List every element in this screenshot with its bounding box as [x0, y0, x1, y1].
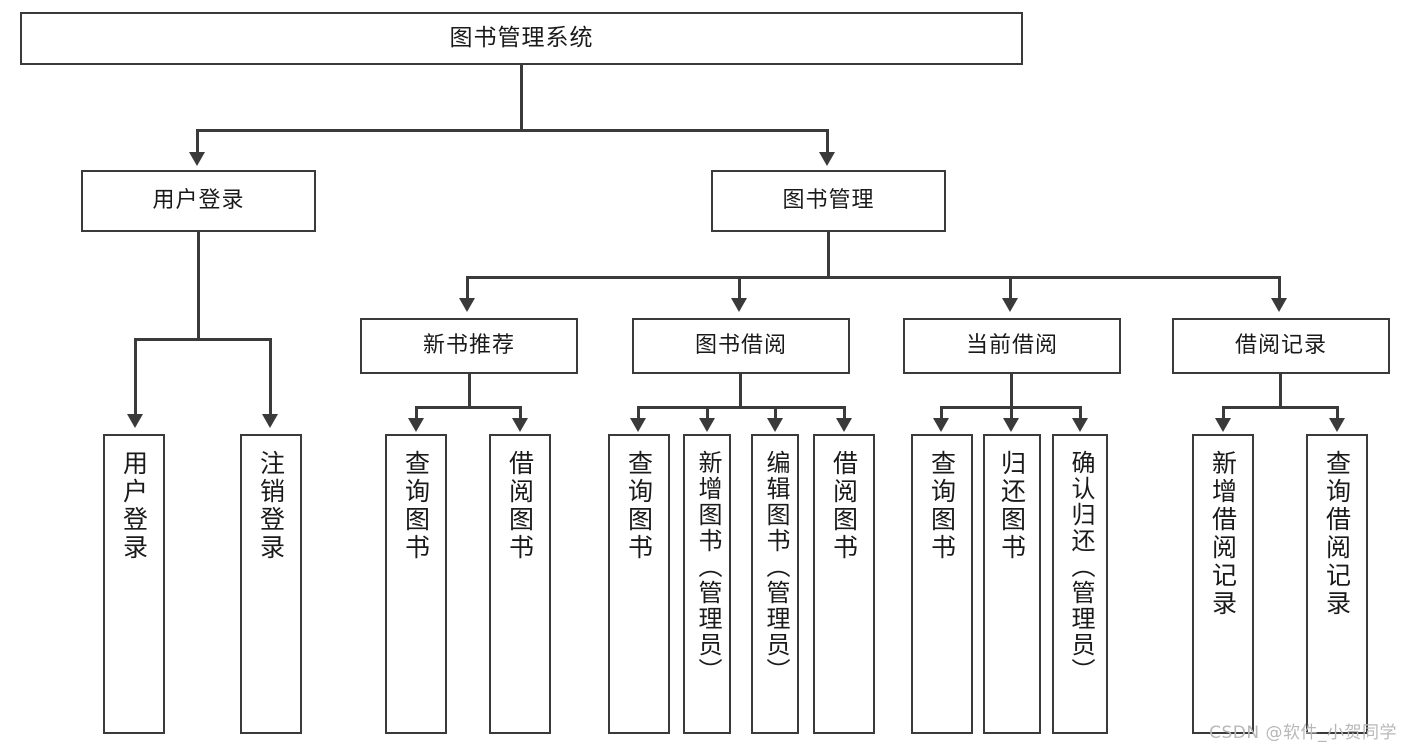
connector-drop-borrow-records: [1278, 276, 1281, 300]
node-label: 新书推荐: [422, 333, 515, 358]
connector-drop-leaf-user-login: [134, 338, 137, 416]
node-label: 图书管理系统: [449, 25, 594, 51]
node-label: 借阅图书: [505, 450, 535, 562]
node-label: 查询借阅记录: [1322, 450, 1352, 618]
connector-drop-nb-borrow: [519, 406, 522, 420]
arrowhead-leaf-logout: [262, 414, 278, 428]
arrowhead-bb-query: [630, 418, 646, 432]
node-root-system[interactable]: 图书管理系统: [20, 12, 1023, 65]
node-current-borrow[interactable]: 当前借阅: [903, 318, 1121, 374]
leaf-query-borrow-record[interactable]: 查询借阅记录: [1306, 434, 1368, 734]
connector-drop-br-query: [1336, 406, 1339, 420]
connector-drop-br-add: [1222, 406, 1225, 420]
connector-drop-current-borrow: [1009, 276, 1012, 300]
node-label: 借阅记录: [1234, 333, 1327, 358]
connector-drop-user-login: [196, 129, 199, 155]
arrowhead-bb-edit: [767, 418, 783, 432]
leaf-query-book-new[interactable]: 查询图书: [385, 434, 447, 734]
node-label: 查询图书: [624, 450, 654, 562]
leaf-query-book-current[interactable]: 查询图书: [911, 434, 973, 734]
arrowhead-bb-add: [699, 418, 715, 432]
node-label: 用户登录: [152, 188, 245, 213]
connector-drop-bb-add: [706, 406, 709, 420]
leaf-logout[interactable]: 注销登录: [240, 434, 302, 734]
arrowhead-new-book: [459, 298, 475, 312]
leaf-return-book[interactable]: 归还图书: [983, 434, 1041, 734]
arrowhead-cb-return: [1003, 418, 1019, 432]
arrowhead-cb-confirm: [1072, 418, 1088, 432]
node-borrow-records[interactable]: 借阅记录: [1172, 318, 1390, 374]
arrowhead-leaf-user-login: [127, 414, 143, 428]
connector-user-login-bus: [134, 338, 272, 341]
node-book-borrow[interactable]: 图书借阅: [632, 318, 850, 374]
connector-root-bus: [196, 129, 829, 132]
arrowhead-br-add: [1215, 418, 1231, 432]
arrowhead-bb-borrow: [836, 418, 852, 432]
connector-book-borrow-stem: [739, 374, 742, 408]
connector-borrow-records-bus: [1222, 406, 1339, 409]
arrowhead-br-query: [1329, 418, 1345, 432]
leaf-borrow-book[interactable]: 借阅图书: [813, 434, 875, 734]
connector-user-login-stem: [197, 232, 200, 340]
node-label: 归还图书: [997, 450, 1027, 562]
node-label: 确认归还（管理员）: [1066, 450, 1095, 684]
connector-book-borrow-bus: [637, 406, 846, 409]
node-label: 图书管理: [782, 188, 875, 213]
connector-drop-leaf-logout: [269, 338, 272, 416]
node-new-book-recommend[interactable]: 新书推荐: [360, 318, 578, 374]
connector-drop-bb-borrow: [843, 406, 846, 420]
arrowhead-cb-query: [933, 418, 949, 432]
node-label: 查询图书: [927, 450, 957, 562]
node-label: 编辑图书（管理员）: [761, 450, 790, 684]
connector-borrow-records-stem: [1279, 374, 1282, 408]
arrowhead-nb-borrow: [512, 418, 528, 432]
node-label: 图书借阅: [694, 333, 787, 358]
connector-current-borrow-stem: [1010, 374, 1013, 408]
connector-book-manage-stem: [827, 232, 830, 278]
leaf-edit-book-admin[interactable]: 编辑图书（管理员）: [751, 434, 799, 734]
arrowhead-current-borrow: [1002, 298, 1018, 312]
node-label: 新增图书（管理员）: [693, 450, 722, 684]
leaf-user-login[interactable]: 用户登录: [103, 434, 165, 734]
connector-drop-book-manage: [826, 129, 829, 155]
connector-drop-cb-confirm: [1079, 406, 1082, 420]
arrowhead-borrow-records: [1271, 298, 1287, 312]
connector-drop-bb-query: [637, 406, 640, 420]
connector-root-stem: [520, 65, 523, 131]
node-label: 借阅图书: [829, 450, 859, 562]
connector-new-book-bus: [415, 406, 522, 409]
arrowhead-user-login: [189, 152, 205, 166]
leaf-confirm-return-admin[interactable]: 确认归还（管理员）: [1052, 434, 1108, 734]
arrowhead-nb-query: [408, 418, 424, 432]
arrowhead-book-manage: [819, 152, 835, 166]
connector-book-manage-bus: [466, 276, 1278, 279]
connector-drop-cb-query: [940, 406, 943, 420]
arrowhead-book-borrow: [731, 298, 747, 312]
connector-drop-bb-edit: [774, 406, 777, 420]
connector-drop-new-book: [466, 276, 469, 300]
node-label: 注销登录: [256, 450, 286, 562]
leaf-add-book-admin[interactable]: 新增图书（管理员）: [683, 434, 731, 734]
connector-drop-cb-return: [1010, 406, 1013, 420]
node-label: 查询图书: [401, 450, 431, 562]
node-label: 当前借阅: [965, 333, 1058, 358]
node-label: 用户登录: [119, 450, 149, 562]
leaf-add-borrow-record[interactable]: 新增借阅记录: [1192, 434, 1254, 734]
connector-drop-nb-query: [415, 406, 418, 420]
connector-drop-book-borrow: [738, 276, 741, 300]
leaf-query-book-borrow[interactable]: 查询图书: [608, 434, 670, 734]
node-label: 新增借阅记录: [1208, 450, 1238, 618]
connector-new-book-stem: [468, 374, 471, 408]
leaf-borrow-book-new[interactable]: 借阅图书: [489, 434, 551, 734]
node-book-management[interactable]: 图书管理: [711, 170, 946, 232]
node-user-login[interactable]: 用户登录: [81, 170, 316, 232]
